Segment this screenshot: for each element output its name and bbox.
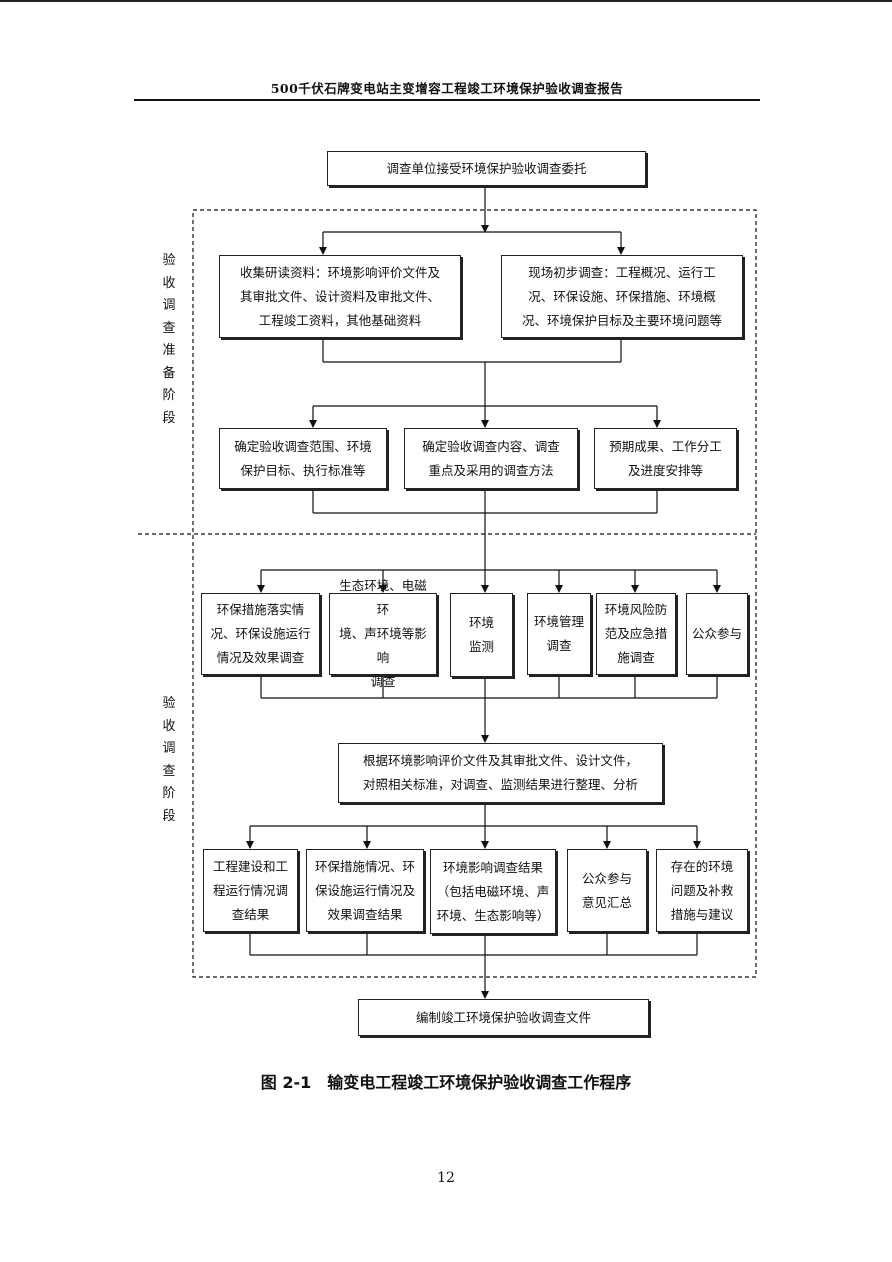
flow-box-impact: 生态环境、电磁环 境、声环境等影响 调查 [329,578,437,689]
page-top-border [0,0,892,2]
flow-box-monitoring: 环境 监测 [450,593,513,677]
flow-box-scope: 确定验收调查范围、环境 保护目标、执行标准等 [219,428,387,489]
stage-label-investigation: 验 收 调 查 阶 段 [162,696,176,824]
stage-frame [192,209,757,978]
flow-box-result-public: 公众参与 意见汇总 [567,849,647,932]
figure-caption: 图 2-1 输变电工程竣工环境保护验收调查工作程序 [260,1073,632,1092]
page-header-title: 500千伏石牌变电站主变增容工程竣工环境保护验收调查报告 [270,81,624,96]
flow-box-content: 确定验收调查内容、调查 重点及采用的调查方法 [404,428,578,489]
flow-box-site-survey: 现场初步调查：工程概况、运行工 况、环保设施、环保措施、环境概 况、环境保护目标… [501,255,743,338]
flow-box-public: 公众参与 [686,593,748,675]
flow-box-risk: 环境风险防 范及应急措 施调查 [596,593,676,675]
flow-box-result-measures: 环保措施情况、环 保设施运行情况及 效果调查结果 [306,849,424,932]
stage-label-preparation: 验 收 调 查 准 备 阶 段 [162,253,176,426]
flow-box-analysis: 根据环境影响评价文件及其审批文件、设计文件， 对照相关标准，对调查、监测结果进行… [338,743,663,803]
flow-box-collect-materials: 收集研读资料：环境影响评价文件及 其审批文件、设计资料及审批文件、 工程竣工资料… [219,255,461,338]
flow-box-schedule: 预期成果、工作分工 及进度安排等 [594,428,737,489]
flow-box-result-engineering: 工程建设和工 程运行情况调 查结果 [203,849,298,932]
page-number: 12 [437,1170,455,1186]
flow-box-result-impact: 环境影响调查结果 （包括电磁环境、声 环境、生态影响等） [430,849,556,934]
flow-box-start: 调查单位接受环境保护验收调查委托 [327,151,646,186]
flow-box-management: 环境管理 调查 [527,593,591,675]
flow-box-result-problems: 存在的环境 问题及补救 措施与建议 [656,849,748,932]
header-rule [134,99,760,101]
flow-box-end: 编制竣工环境保护验收调查文件 [358,999,649,1036]
flow-box-measures: 环保措施落实情 况、环保设施运行 情况及效果调查 [201,593,320,675]
